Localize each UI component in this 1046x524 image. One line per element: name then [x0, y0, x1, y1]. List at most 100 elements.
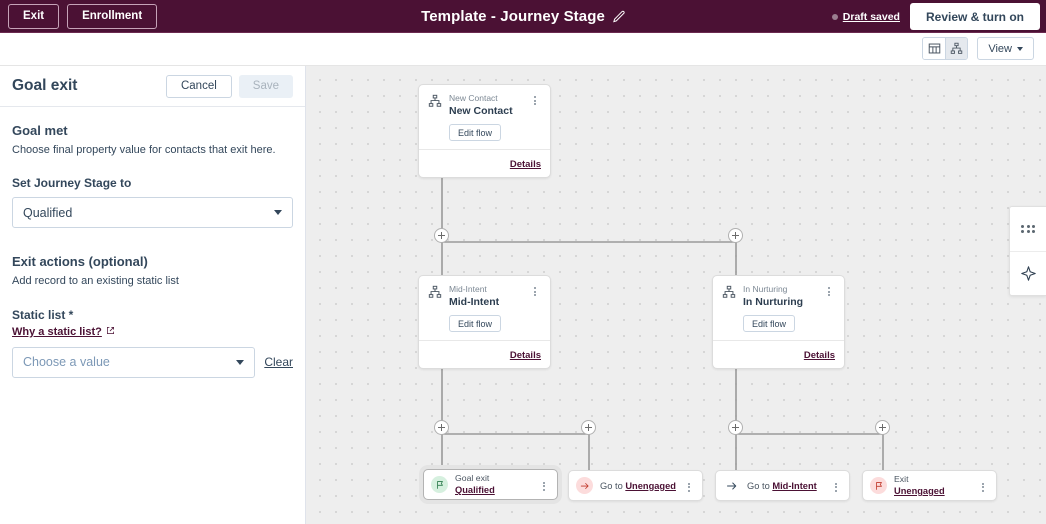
draft-status-dot: [831, 13, 838, 20]
add-step-button[interactable]: [581, 420, 596, 435]
view-dropdown-label: View: [988, 42, 1012, 55]
goal-met-description: Choose final property value for contacts…: [12, 144, 276, 156]
goal-exit-panel: Goal exit Cancel Save Goal met Choose fi…: [0, 66, 306, 524]
journey-stage-select[interactable]: Qualified: [12, 197, 293, 229]
node-menu-icon[interactable]: [977, 480, 989, 492]
table-icon[interactable]: [923, 38, 946, 59]
dot-grid-icon[interactable]: [1010, 207, 1046, 251]
add-step-button[interactable]: [434, 228, 449, 243]
flow-node-in-nurturing[interactable]: In Nurturing In Nurturing Edit flow Deta…: [712, 275, 845, 370]
arrow-right-icon: [576, 477, 593, 494]
flow-node-goal-exit-qualified[interactable]: Goal exit Qualified: [423, 469, 558, 500]
goal-met-heading: Goal met: [12, 123, 68, 138]
review-and-turn-on-button[interactable]: Review & turn on: [909, 3, 1040, 30]
node-kicker: Exit: [894, 474, 909, 485]
sparkle-icon[interactable]: [1010, 251, 1046, 295]
static-list-value: Choose a value: [23, 355, 110, 370]
node-value: Qualified: [455, 484, 495, 495]
chevron-down-icon: [1017, 46, 1023, 51]
static-list-label: Static list *: [12, 307, 74, 322]
details-link[interactable]: Details: [509, 350, 541, 362]
node-text: Go to Mid-Intent: [740, 481, 830, 491]
node-kicker: Goal exit: [455, 473, 490, 484]
flow-connector-edges: [441, 172, 884, 474]
arrow-right-icon: [723, 477, 740, 494]
add-step-button[interactable]: [728, 420, 743, 435]
details-link[interactable]: Details: [803, 350, 835, 362]
node-kicker: New Contact: [449, 93, 498, 103]
node-text: New Contact New Contact Edit flow: [445, 93, 529, 142]
edit-flow-button[interactable]: Edit flow: [449, 315, 502, 333]
canvas-side-panel: [1009, 206, 1046, 296]
topbar-right-group: Draft saved Review & turn on: [831, 0, 1040, 33]
journey-flow-canvas[interactable]: New Contact New Contact Edit flow Detail…: [306, 66, 1046, 524]
page-title: Template - Journey Stage: [421, 8, 605, 25]
static-list-row: Choose a value Clear: [12, 346, 293, 378]
node-value: Unengaged: [894, 485, 945, 496]
node-label: Go to Mid-Intent: [747, 481, 830, 491]
node-target[interactable]: Mid-Intent: [772, 480, 817, 491]
edit-flow-button[interactable]: Edit flow: [449, 124, 502, 142]
draft-status[interactable]: Draft saved: [831, 10, 900, 23]
exit-button[interactable]: Exit: [8, 3, 60, 29]
canvas-toolbar: View: [0, 33, 1046, 66]
node-footer: Details: [713, 340, 844, 368]
flag-icon: [870, 477, 887, 494]
static-list-select[interactable]: Choose a value: [12, 346, 256, 378]
node-header: Mid-Intent Mid-Intent Edit flow: [419, 276, 550, 340]
chevron-down-icon: [274, 210, 282, 216]
flow-node-new-contact[interactable]: New Contact New Contact Edit flow Detail…: [418, 84, 551, 179]
add-step-button[interactable]: [434, 420, 449, 435]
node-label: Go to Unengaged: [600, 481, 683, 491]
node-name: In Nurturing: [743, 296, 804, 309]
journey-stage-field-label: Set Journey Stage to: [12, 176, 132, 191]
journey-stage-value: Qualified: [23, 205, 73, 220]
toolbar-right-group: View: [922, 37, 1034, 60]
node-menu-icon[interactable]: [538, 479, 550, 491]
edit-flow-button[interactable]: Edit flow: [743, 315, 796, 333]
external-link-icon: [106, 326, 115, 338]
flow-node-exit-unengaged[interactable]: Exit Unengaged: [862, 470, 997, 501]
panel-body: Goal met Choose final property value for…: [0, 107, 305, 378]
add-step-button[interactable]: [875, 420, 890, 435]
node-footer: Details: [419, 340, 550, 368]
node-menu-icon[interactable]: [529, 284, 541, 332]
panel-header: Goal exit Cancel Save: [0, 66, 305, 107]
sitemap-icon: [428, 284, 445, 332]
chevron-down-icon: [236, 359, 245, 365]
node-menu-icon[interactable]: [529, 93, 541, 141]
node-text: Mid-Intent Mid-Intent Edit flow: [445, 284, 529, 333]
node-footer: Details: [419, 149, 550, 177]
view-dropdown-button[interactable]: View: [977, 37, 1034, 60]
node-text: Goal exit Qualified: [448, 473, 538, 496]
pencil-icon[interactable]: [612, 10, 625, 23]
node-header: New Contact New Contact Edit flow: [419, 85, 550, 149]
flow-tree-icon[interactable]: [945, 38, 968, 59]
sitemap-icon: [428, 93, 445, 141]
panel-title: Goal exit: [12, 77, 78, 94]
node-menu-icon[interactable]: [830, 480, 842, 492]
cancel-button[interactable]: Cancel: [165, 74, 232, 98]
node-text: Go to Unengaged: [593, 481, 683, 491]
enrollment-button[interactable]: Enrollment: [67, 3, 158, 29]
flow-node-mid-intent[interactable]: Mid-Intent Mid-Intent Edit flow Details: [418, 275, 551, 370]
node-menu-icon[interactable]: [683, 480, 695, 492]
add-step-button[interactable]: [728, 228, 743, 243]
node-name: Mid-Intent: [449, 296, 500, 309]
why-a-static-list-link[interactable]: Why a static list?: [12, 326, 115, 338]
save-button: Save: [238, 74, 293, 98]
exit-actions-description: Add record to an existing static list: [12, 275, 179, 288]
flow-node-go-to-unengaged[interactable]: Go to Unengaged: [568, 470, 703, 501]
node-header: In Nurturing In Nurturing Edit flow: [713, 276, 844, 340]
node-prefix: Go to: [600, 480, 626, 491]
node-prefix: Go to: [747, 480, 773, 491]
node-menu-icon[interactable]: [823, 284, 835, 332]
node-target[interactable]: Unengaged: [625, 480, 676, 491]
draft-status-label[interactable]: Draft saved: [842, 10, 900, 23]
clear-link[interactable]: Clear: [264, 355, 293, 370]
details-link[interactable]: Details: [509, 159, 541, 171]
flow-node-go-to-mid-intent[interactable]: Go to Mid-Intent: [715, 470, 850, 501]
sitemap-icon: [722, 284, 739, 332]
top-app-bar: Exit Enrollment Template - Journey Stage…: [0, 0, 1046, 33]
node-name: New Contact: [449, 105, 513, 118]
